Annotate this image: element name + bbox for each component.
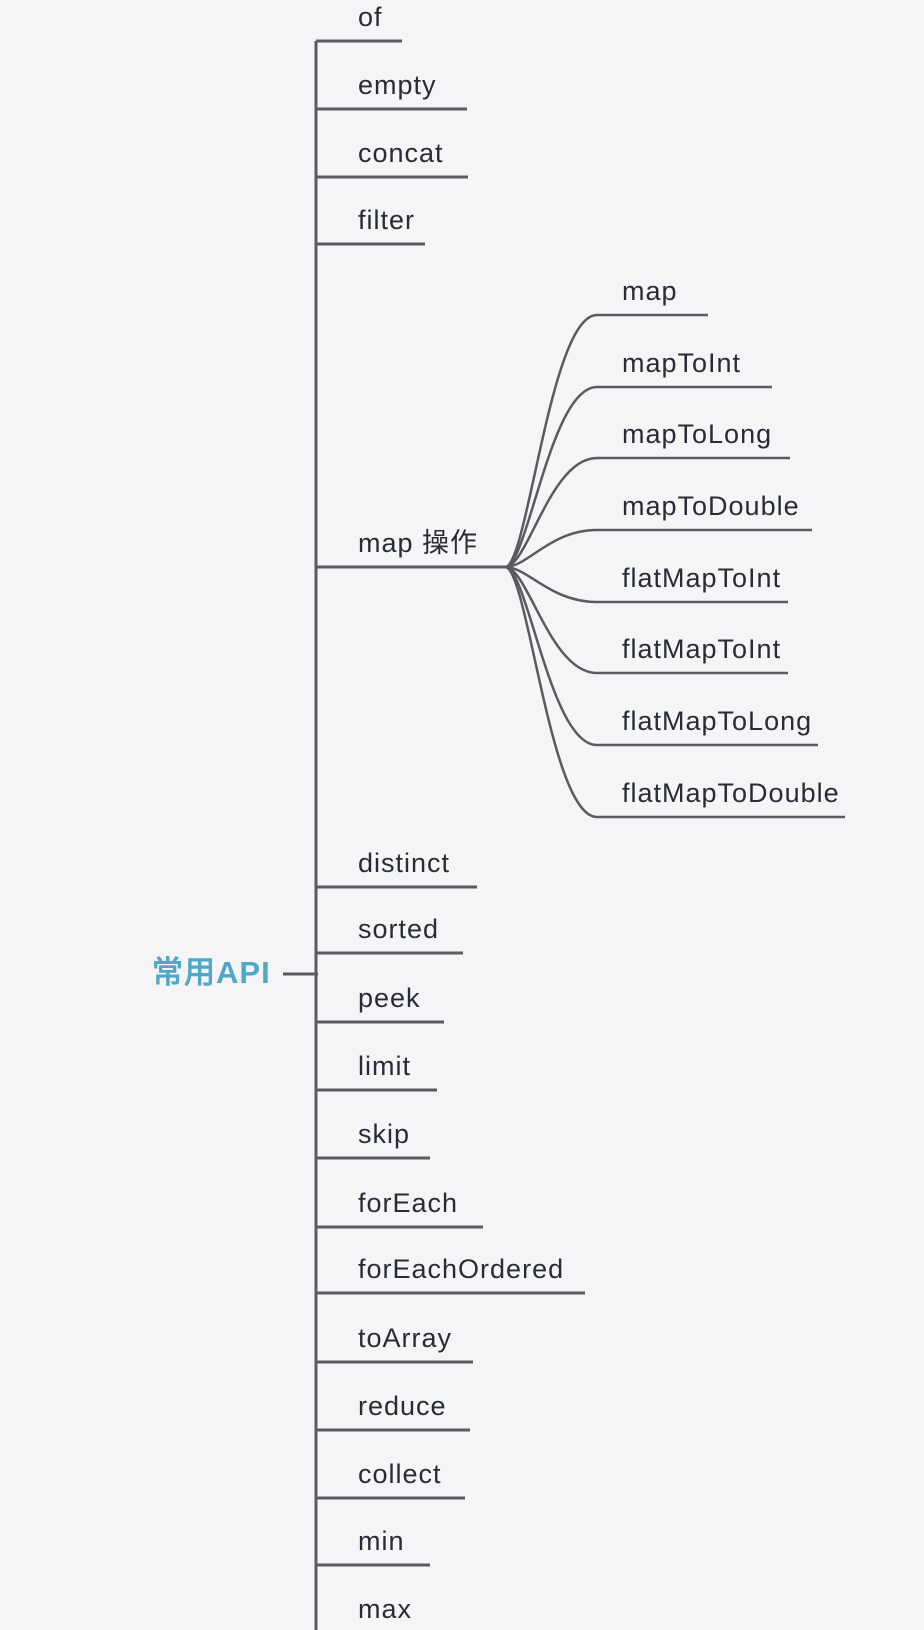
node-filter: filter <box>358 205 416 235</box>
node-flatmaptoint-1: flatMapToInt <box>622 563 782 593</box>
node-maptodouble: mapToDouble <box>622 491 800 521</box>
edge-flatmaptoint-1 <box>504 565 788 604</box>
node-flatmaptoint-2: flatMapToInt <box>622 634 782 664</box>
edge-flatmaptolong <box>504 565 818 747</box>
node-collect: collect <box>358 1459 442 1489</box>
node-map-caozuo: map 操作 <box>358 528 479 558</box>
node-foreach: forEach <box>358 1188 459 1218</box>
root-node: 常用API <box>152 955 271 990</box>
node-concat: concat <box>358 138 444 168</box>
edge-flatmaptoint-2 <box>504 565 788 675</box>
node-limit: limit <box>358 1051 411 1081</box>
node-flatmaptodouble: flatMapToDouble <box>622 778 840 808</box>
node-toarray: toArray <box>358 1323 453 1353</box>
edge-maptodouble <box>504 528 812 569</box>
node-min: min <box>358 1526 405 1556</box>
edge-maptoint <box>504 385 772 569</box>
node-peek: peek <box>358 983 421 1013</box>
node-distinct: distinct <box>358 848 451 878</box>
node-maptoint: mapToInt <box>622 348 742 378</box>
edge-flatmaptodouble <box>504 565 845 819</box>
node-maptolong: mapToLong <box>622 419 773 449</box>
node-map: map <box>622 276 678 306</box>
node-skip: skip <box>358 1119 411 1149</box>
node-empty: empty <box>358 70 437 100</box>
node-sorted: sorted <box>358 914 440 944</box>
edge-maptolong <box>504 456 790 569</box>
node-reduce: reduce <box>358 1391 447 1421</box>
node-of: of <box>358 2 383 32</box>
node-foreachordered: forEachOrdered <box>358 1254 565 1284</box>
edge-map <box>504 313 708 569</box>
node-flatmaptolong: flatMapToLong <box>622 706 813 736</box>
node-max: max <box>358 1594 413 1624</box>
